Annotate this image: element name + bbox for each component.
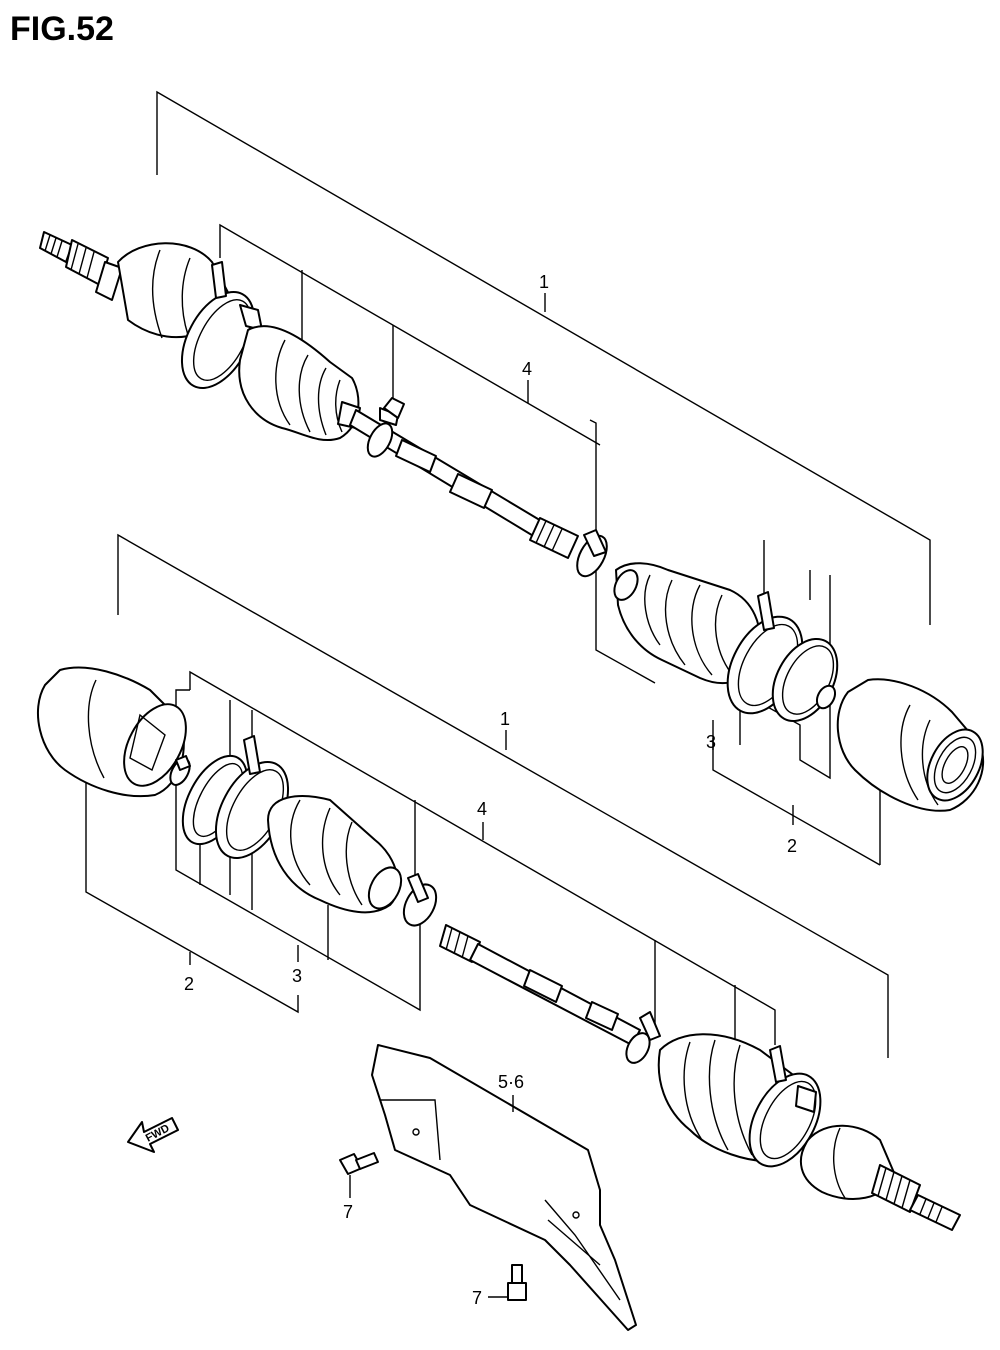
callout-upper-shaft: 4 <box>522 359 532 379</box>
callout-lower-assembly: 1 <box>500 709 510 729</box>
upper-inner-small-clamp <box>576 529 608 578</box>
callout-upper-assembly: 1 <box>539 272 549 292</box>
callout-cover: 5·6 <box>498 1072 524 1092</box>
upper-drive-shaft-assembly <box>39 90 985 866</box>
fwd-label: FWD <box>144 1122 172 1144</box>
upper-joint-bracket <box>712 720 881 866</box>
callout-bolt-lower: 7 <box>472 1288 482 1308</box>
lower-drive-shaft-assembly <box>37 533 961 1231</box>
upper-outer-boot <box>238 325 361 441</box>
lower-outer-stub-shaft <box>871 1164 961 1231</box>
upper-axle-shaft <box>349 397 579 559</box>
lower-inner-cv-joint-housing <box>37 666 187 798</box>
upper-inner-cv-joint-housing <box>836 678 985 812</box>
lower-snap-ring <box>169 755 191 786</box>
bolt-upper <box>339 1152 379 1198</box>
upper-assembly-bracket <box>156 90 931 625</box>
callout-upper-joint-set: 2 <box>787 836 797 856</box>
callout-lower-joint-set: 2 <box>184 974 194 994</box>
lower-outer-cv-joint <box>799 1124 896 1200</box>
upper-outer-boot-clamp <box>180 261 263 390</box>
lower-outer-boot-clamp <box>748 1045 822 1168</box>
lower-axle-shaft <box>439 924 661 1064</box>
callout-bolt-upper: 7 <box>343 1202 353 1222</box>
lower-joint-bracket <box>85 770 299 1014</box>
lower-assembly-bracket <box>117 533 889 1058</box>
figure-title: FIG.52 <box>10 10 114 48</box>
lower-inner-small-clamp <box>402 873 438 927</box>
bolt-lower <box>488 1264 527 1301</box>
upper-shaft-bracket <box>219 223 601 446</box>
lower-shaft-bracket <box>189 670 776 1045</box>
upper-inner-boot <box>613 562 761 685</box>
upper-outer-stub-shaft <box>39 231 123 301</box>
lower-boot-bracket <box>175 689 421 1012</box>
callout-lower-shaft: 4 <box>477 799 487 819</box>
callout-lower-boot-kit: 3 <box>292 966 302 986</box>
splash-cover <box>371 1044 637 1331</box>
callout-upper-boot-kit: 3 <box>706 732 716 752</box>
fwd-arrow-icon: FWD <box>127 1117 179 1153</box>
lower-inner-boot <box>267 795 403 914</box>
upper-snap-ring <box>771 637 839 723</box>
